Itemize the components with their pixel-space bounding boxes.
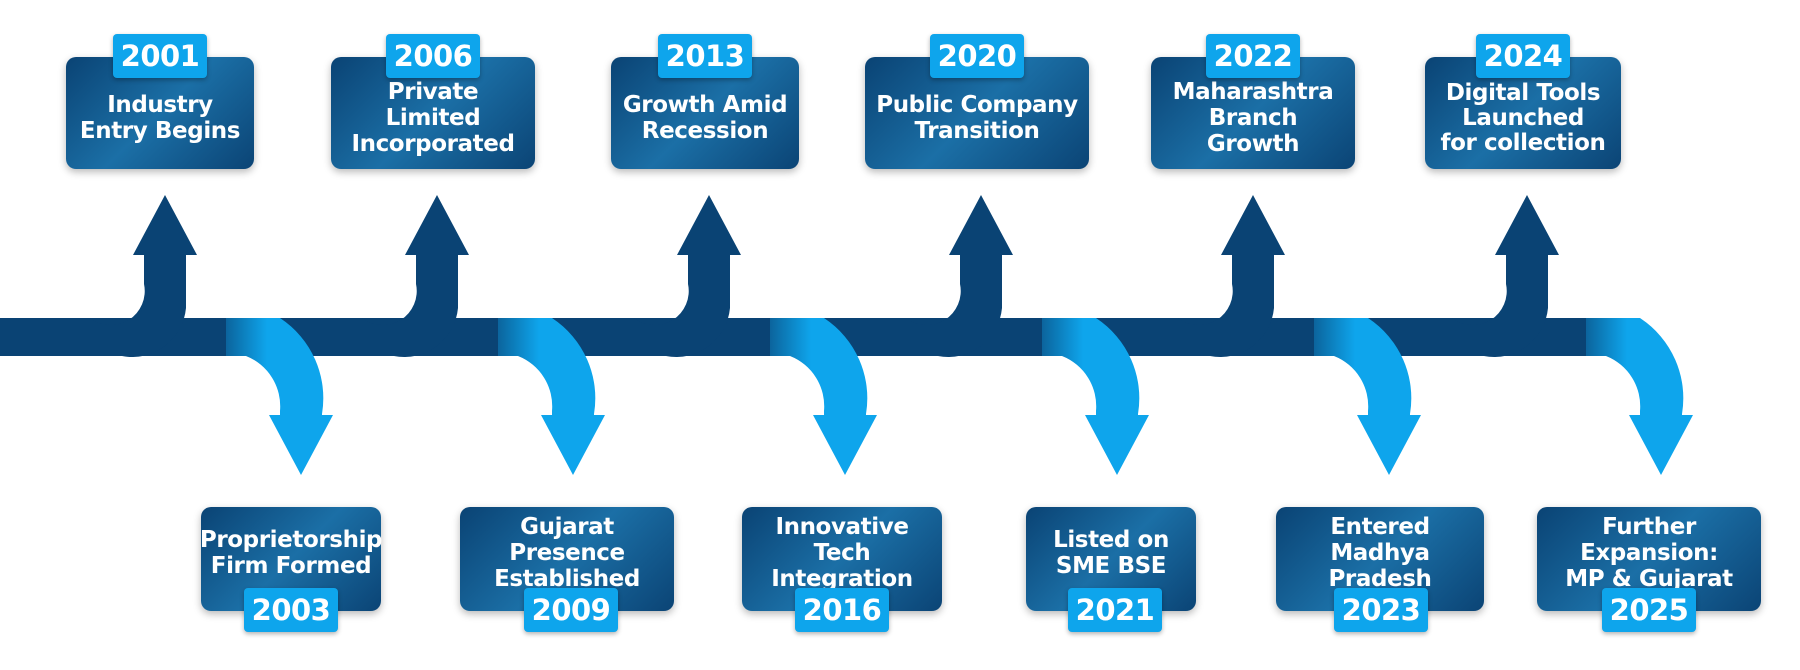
milestone-card-2024: Digital Tools Launched for collection: [1425, 57, 1621, 169]
milestone-label: Public Company Transition: [876, 92, 1078, 144]
down-arrow-2025: [1586, 318, 1693, 475]
milestone-label: Growth Amid Recession: [622, 92, 788, 144]
year-badge-2021: 2021: [1068, 588, 1162, 632]
milestone-card-2025: Further Expansion: MP & Gujarat: [1537, 507, 1761, 611]
milestone-label: Gujarat Presence Established: [494, 514, 640, 592]
year-badge-2016: 2016: [795, 588, 889, 632]
milestone-label: Listed on SME BSE: [1053, 527, 1169, 579]
down-arrow-2021: [1042, 318, 1149, 475]
up-arrow-2024: [1452, 195, 1559, 357]
milestone-label: Industry Entry Begins: [79, 92, 241, 144]
year-badge-2001: 2001: [113, 34, 207, 78]
year-badge-2009: 2009: [524, 588, 618, 632]
milestone-label: Digital Tools Launched for collection: [1440, 79, 1606, 156]
down-arrow-2003: [226, 318, 333, 475]
milestone-label: Innovative Tech Integration: [771, 514, 913, 592]
up-arrow-2001: [90, 195, 197, 357]
milestone-label: Entered Madhya Pradesh: [1328, 514, 1432, 592]
milestone-label: Further Expansion: MP & Gujarat: [1565, 514, 1733, 592]
year-badge-2020: 2020: [930, 34, 1024, 78]
year-badge-2023: 2023: [1334, 588, 1428, 632]
up-arrow-2020: [906, 195, 1013, 357]
down-arrow-2009: [498, 318, 605, 475]
down-arrow-2023: [1314, 318, 1421, 475]
milestone-label: Maharashtra Branch Growth: [1172, 79, 1334, 157]
year-badge-2022: 2022: [1206, 34, 1300, 78]
down-arrow-2016: [770, 318, 877, 475]
year-badge-2024: 2024: [1476, 34, 1570, 78]
year-badge-2003: 2003: [244, 588, 338, 632]
up-arrow-2013: [634, 195, 741, 357]
milestone-card-2021: Listed on SME BSE: [1026, 507, 1196, 611]
year-badge-2006: 2006: [386, 34, 480, 78]
milestone-label: Private Limited Incorporated: [351, 79, 515, 157]
milestone-label: Proprietorship Firm Formed: [199, 527, 383, 579]
up-arrow-2006: [362, 195, 469, 357]
year-badge-2025: 2025: [1602, 588, 1696, 632]
up-arrow-2022: [1178, 195, 1285, 357]
year-badge-2013: 2013: [658, 34, 752, 78]
